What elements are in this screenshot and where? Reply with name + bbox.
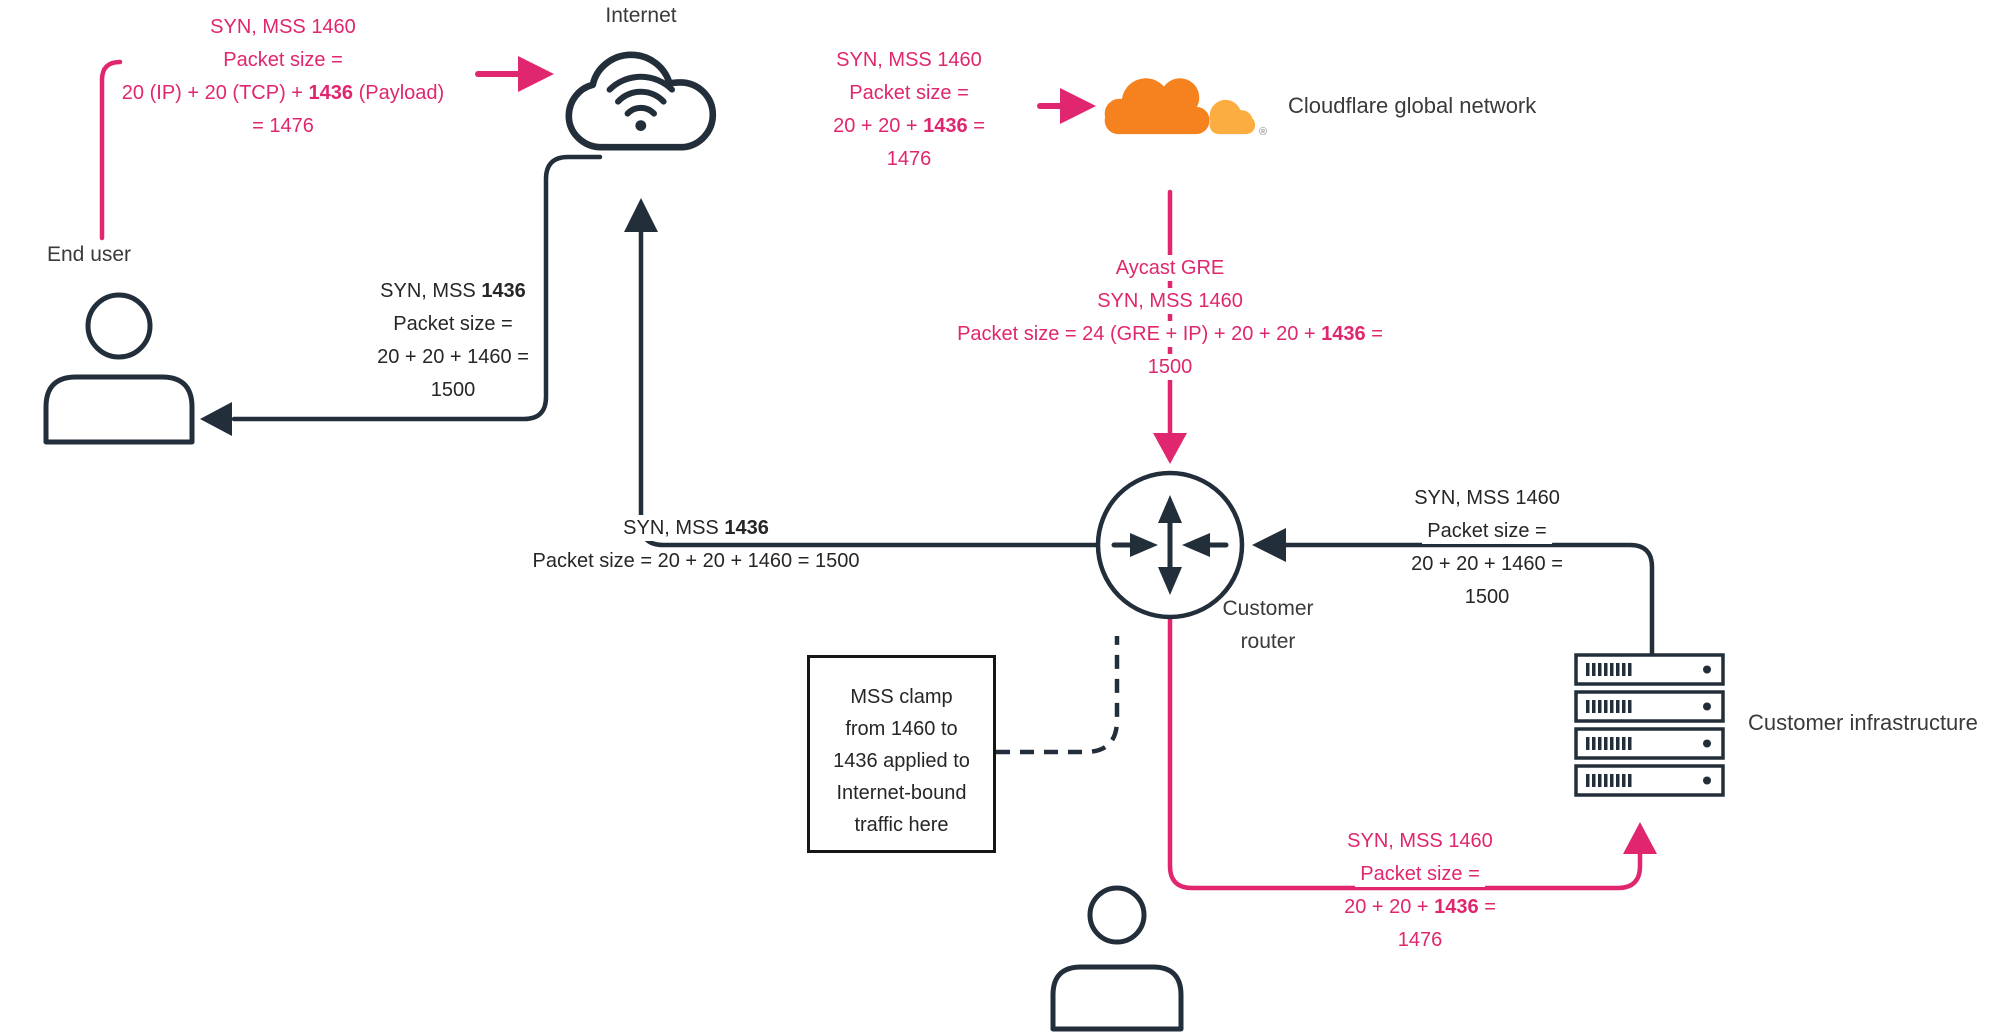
- router-to-infrastructure-arrow: [1167, 615, 1657, 891]
- server-unit: [1574, 727, 1725, 760]
- infrastructure-to-router-arrow: [1252, 528, 1655, 658]
- server-unit: [1574, 690, 1725, 723]
- server-unit: [1574, 653, 1725, 686]
- customer-infrastructure-icon: [1574, 653, 1725, 797]
- internet-to-end-user-arrow: [200, 154, 603, 436]
- end-user-label: End user: [47, 243, 132, 266]
- server-unit: [1574, 764, 1725, 797]
- internet-label: Internet: [605, 4, 677, 27]
- customer-infrastructure-label: Customer infrastructure: [1748, 710, 1978, 735]
- customer-router-icon: [1095, 470, 1245, 620]
- wifi-icon: [606, 73, 676, 131]
- end-user-icon: [43, 292, 195, 445]
- user-to-internet-arrow: [475, 56, 554, 92]
- cloudflare-label: Cloudflare global network: [1288, 93, 1537, 118]
- customer-user-icon: [1050, 885, 1184, 1032]
- end-user-uplink-line: [99, 59, 123, 241]
- cloudflare-logo-icon: [1104, 78, 1256, 135]
- internet-to-cloudflare-arrow: [1037, 88, 1096, 124]
- mss-clamp-dashed-connector: [996, 636, 1120, 755]
- registered-mark-label: ®: [1259, 126, 1268, 138]
- internet-cloud-icon: [565, 51, 717, 151]
